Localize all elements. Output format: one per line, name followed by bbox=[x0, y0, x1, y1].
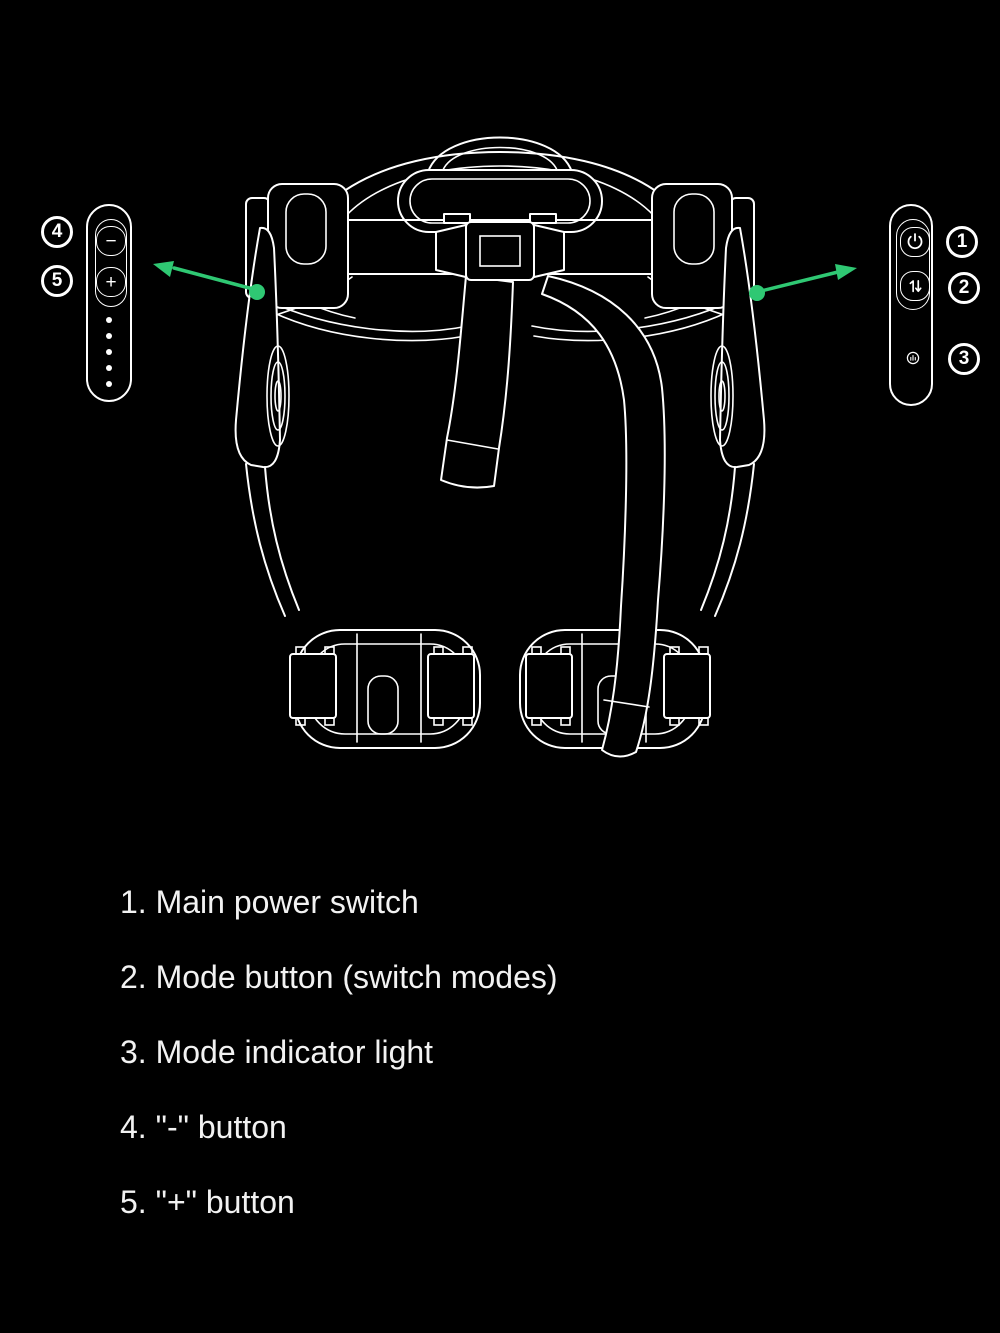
legend-item: 4. "-" button bbox=[120, 1109, 287, 1145]
callout-number: 3 bbox=[958, 348, 970, 369]
left-remote-panel: − + bbox=[86, 204, 132, 402]
indicator-dot bbox=[106, 333, 112, 339]
right-callout-arrow bbox=[749, 264, 857, 301]
plus-button: + bbox=[96, 267, 126, 297]
legend-item: 1. Main power switch bbox=[120, 884, 419, 920]
minus-icon: − bbox=[105, 230, 117, 252]
callout-badge-2: 2 bbox=[948, 272, 980, 304]
left-thigh-cuff bbox=[289, 629, 481, 749]
legend-item: 3. Mode indicator light bbox=[120, 1034, 434, 1070]
power-button bbox=[900, 227, 930, 257]
power-icon bbox=[907, 233, 923, 250]
callout-number: 1 bbox=[956, 231, 968, 252]
indicator-dot bbox=[106, 365, 112, 371]
callout-number: 4 bbox=[51, 221, 63, 242]
legend-item: 2. Mode button (switch modes) bbox=[120, 959, 558, 995]
callout-badge-4: 4 bbox=[41, 216, 73, 248]
right-remote-panel bbox=[889, 204, 933, 406]
right-button-group bbox=[896, 219, 930, 310]
callout-badge-5: 5 bbox=[41, 265, 73, 297]
indicator-dot bbox=[106, 317, 112, 323]
left-callout-arrow bbox=[153, 261, 265, 300]
mode-button bbox=[900, 271, 930, 301]
right-callout-dot bbox=[749, 285, 765, 301]
center-buckle bbox=[435, 213, 565, 281]
legend-item: 5. "+" button bbox=[120, 1184, 295, 1220]
callout-number: 5 bbox=[51, 270, 63, 291]
right-strap bbox=[541, 275, 666, 758]
callout-badge-1: 1 bbox=[946, 226, 978, 258]
left-callout-dot bbox=[249, 284, 265, 300]
mode-indicator-light-icon bbox=[906, 351, 920, 365]
indicator-dot bbox=[106, 349, 112, 355]
callout-number: 2 bbox=[958, 277, 970, 298]
legend-list: 1. Main power switch 2. Mode button (swi… bbox=[120, 886, 558, 1261]
plus-icon: + bbox=[105, 271, 117, 293]
indicator-dot bbox=[106, 381, 112, 387]
right-hip-module bbox=[651, 183, 766, 617]
mode-switch-icon bbox=[909, 280, 922, 293]
left-strap bbox=[440, 275, 514, 489]
mode-indicator-light bbox=[906, 351, 920, 365]
callout-badge-3: 3 bbox=[948, 343, 980, 375]
left-hip-module bbox=[234, 183, 349, 617]
minus-button: − bbox=[96, 226, 126, 256]
left-button-group bbox=[95, 219, 127, 307]
right-thigh-cuff bbox=[519, 629, 711, 749]
